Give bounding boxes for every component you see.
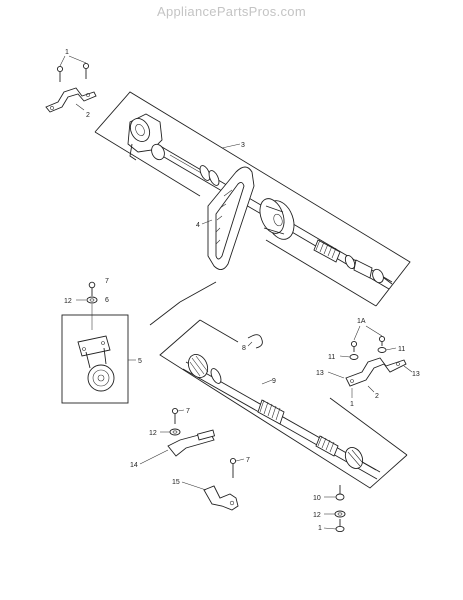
mounting-bracket-top[interactable] (45, 87, 97, 113)
lower-assembly-outline (159, 319, 408, 489)
callout-2-right: 2 (375, 393, 379, 400)
screw-left[interactable] (88, 281, 96, 296)
linkage-bracket[interactable] (203, 485, 239, 511)
callout-1a: 1A (357, 318, 366, 325)
callout-7-mid: 7 (186, 408, 190, 415)
callout-14: 14 (130, 462, 138, 469)
callout-5: 5 (138, 358, 142, 365)
callout-15: 15 (172, 479, 180, 486)
callout-12-left: 12 (64, 298, 72, 305)
actuator-lever[interactable] (167, 429, 216, 457)
callout-4: 4 (196, 222, 200, 229)
drive-belt[interactable] (207, 166, 255, 270)
motor-bracket-assembly[interactable] (77, 335, 115, 392)
screw-pair-top[interactable] (56, 55, 90, 82)
callout-7-left: 7 (105, 278, 109, 285)
washer-low[interactable] (334, 510, 346, 518)
callout-2-top: 2 (86, 112, 90, 119)
shaft-collar[interactable] (198, 164, 221, 187)
screw-right-a[interactable] (349, 340, 359, 360)
screw-right-b[interactable] (377, 335, 387, 353)
callout-11-a: 11 (328, 354, 335, 361)
worm-gear-upper[interactable] (313, 239, 341, 263)
motor-inset-frame (61, 314, 129, 404)
callout-13-b: 13 (412, 371, 420, 378)
gear-left[interactable] (185, 351, 223, 385)
bushing-low[interactable] (335, 485, 345, 501)
callout-12-mid: 12 (149, 430, 157, 437)
pulley[interactable] (256, 195, 300, 243)
callout-3: 3 (241, 142, 245, 149)
screw-low[interactable] (229, 457, 237, 478)
upper-assembly-outline (94, 91, 411, 307)
callout-9: 9 (272, 378, 276, 385)
callout-13-a: 13 (316, 370, 324, 377)
bracket-right[interactable] (345, 357, 407, 387)
callout-11-b: 11 (398, 346, 405, 353)
washer-mid[interactable] (169, 428, 181, 436)
bearing-housing[interactable] (127, 113, 167, 162)
retaining-clip[interactable] (247, 334, 263, 349)
gear-middle[interactable] (257, 399, 285, 425)
callout-8: 8 (242, 345, 246, 352)
watermark: AppliancePartsPros.com (157, 4, 306, 19)
callout-10: 10 (313, 495, 321, 502)
screw-mid[interactable] (171, 407, 179, 424)
callout-6: 6 (105, 297, 109, 304)
callout-7-low: 7 (246, 457, 250, 464)
shaft-end-coupling[interactable] (343, 254, 393, 285)
worm-gear-lower[interactable] (315, 435, 377, 471)
washer-left[interactable] (86, 296, 98, 304)
callout-1-low: 1 (318, 525, 322, 532)
screw-bottom[interactable] (335, 519, 345, 533)
callout-1-right: 1 (350, 401, 354, 408)
callout-1-top: 1 (65, 49, 69, 56)
callout-12-low: 12 (313, 512, 321, 519)
